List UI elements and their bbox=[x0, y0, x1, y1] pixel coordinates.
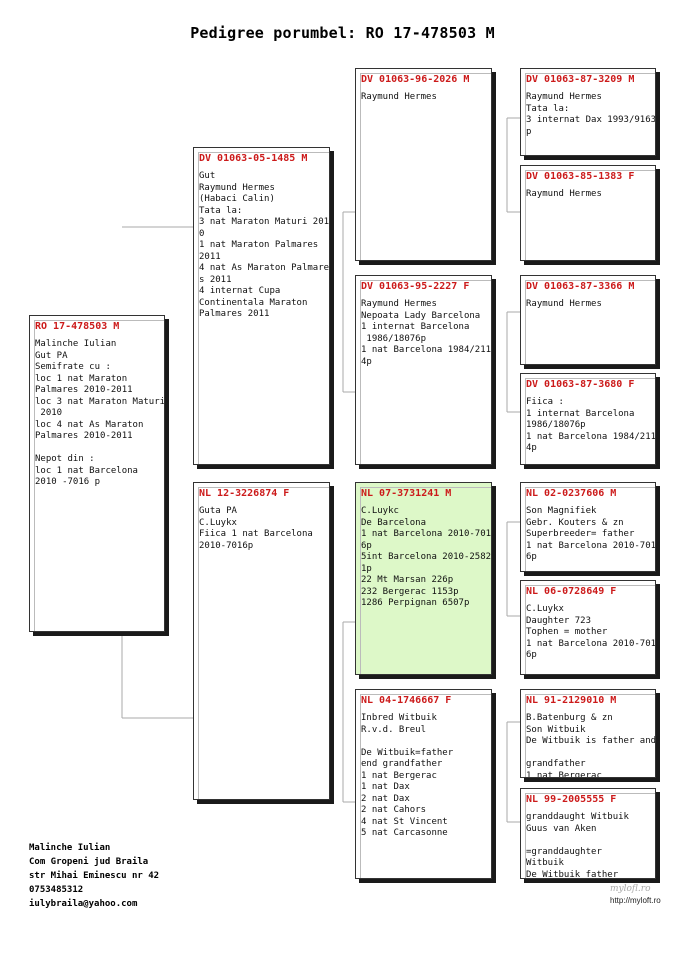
ring-number: NL 06-0728649 F bbox=[526, 586, 617, 597]
connector-ds bbox=[506, 521, 521, 617]
pedigree-card-sire: DV 01063-05-1485 M Gut Raymund Hermes (H… bbox=[193, 147, 330, 465]
card-details: Raymund Hermes Tata la: 3 internat Dax 1… bbox=[526, 92, 656, 137]
pedigree-card-dam-dam-dam: NL 99-2005555 F granddaught Witbuik Guus… bbox=[520, 788, 656, 879]
ring-number: NL 12-3226874 F bbox=[199, 488, 290, 499]
pedigree-card-dam-dam-sire: NL 91-2129010 M B.Batenburg & zn Son Wit… bbox=[520, 689, 656, 778]
card-details: Gut Raymund Hermes (Habaci Calin) Tata l… bbox=[199, 171, 330, 319]
card-details: Guta PA C.Luykx Fiica 1 nat Barcelona 20… bbox=[199, 506, 313, 551]
ring-number: DV 01063-87-3366 M bbox=[526, 281, 635, 292]
ring-number: RO 17-478503 M bbox=[35, 321, 120, 332]
card-details: Raymund Hermes bbox=[526, 189, 602, 199]
pedigree-card-sire-dam: DV 01063-95-2227 F Raymund Hermes Nepoat… bbox=[355, 275, 492, 465]
card-details: Raymund Hermes bbox=[361, 92, 437, 102]
page-title: Pedigree porumbel: RO 17-478503 M bbox=[190, 24, 495, 42]
pedigree-card-dam-sire-sire: NL 02-0237606 M Son Magnifiek Gebr. Kout… bbox=[520, 482, 656, 572]
ring-number: NL 91-2129010 M bbox=[526, 695, 617, 706]
ring-number: DV 01063-95-2227 F bbox=[361, 281, 470, 292]
ring-number: NL 07-3731241 M bbox=[361, 488, 452, 499]
card-details: C.Luykc De Barcelona 1 nat Barcelona 201… bbox=[361, 506, 492, 608]
connector-dam bbox=[342, 621, 357, 803]
pedigree-card-sire-sire-dam: DV 01063-85-1383 F Raymund Hermes bbox=[520, 165, 656, 261]
card-details: Son Magnifiek Gebr. Kouters & zn Superbr… bbox=[526, 506, 656, 562]
card-details: Inbred Witbuik R.v.d. Breul De Witbuik=f… bbox=[361, 713, 454, 838]
pedigree-card-dam-sire-dam: NL 06-0728649 F C.Luykx Daughter 723 Top… bbox=[520, 580, 656, 675]
pedigree-card-dam-sire: NL 07-3731241 M C.Luykc De Barcelona 1 n… bbox=[355, 482, 492, 675]
ring-number: DV 01063-85-1383 F bbox=[526, 171, 635, 182]
pedigree-card-dam-dam: NL 04-1746667 F Inbred Witbuik R.v.d. Br… bbox=[355, 689, 492, 879]
card-details: Fiica : 1 internat Barcelona 1986/18076p… bbox=[526, 397, 656, 453]
myloft-logo: mylofl.ro bbox=[610, 884, 651, 894]
watermark-url[interactable]: http://myloft.ro bbox=[610, 896, 661, 905]
owner-name: Malinche Iulian bbox=[29, 843, 111, 853]
card-details: Raymund Hermes bbox=[526, 299, 602, 309]
card-details: Malinche Iulian Gut PA Semifrate cu : lo… bbox=[35, 339, 165, 487]
owner-email: iulybraila@yahoo.com bbox=[29, 899, 138, 909]
owner-address-line1: Com Gropeni jud Braila bbox=[29, 857, 149, 867]
ring-number: NL 99-2005555 F bbox=[526, 794, 617, 805]
ring-number: NL 04-1746667 F bbox=[361, 695, 452, 706]
owner-address-line2: str Mihai Eminescu nr 42 bbox=[29, 871, 160, 881]
ring-number: DV 01063-87-3680 F bbox=[526, 379, 635, 390]
card-details: C.Luykx Daughter 723 Tophen = mother 1 n… bbox=[526, 604, 656, 660]
pedigree-card-subject: RO 17-478503 M Malinche Iulian Gut PA Se… bbox=[29, 315, 165, 632]
card-details: Raymund Hermes Nepoata Lady Barcelona 1 … bbox=[361, 299, 492, 367]
ring-number: DV 01063-05-1485 M bbox=[199, 153, 308, 164]
owner-phone: 0753485312 bbox=[29, 885, 84, 895]
connector-dd bbox=[506, 721, 521, 823]
ring-number: DV 01063-87-3209 M bbox=[526, 74, 635, 85]
pedigree-card-sire-sire: DV 01063-96-2026 M Raymund Hermes bbox=[355, 68, 492, 261]
ring-number: NL 02-0237606 M bbox=[526, 488, 617, 499]
connector-sire bbox=[342, 211, 357, 393]
connector-sd bbox=[506, 311, 521, 413]
owner-contact: Malinche Iulian Com Gropeni jud Braila s… bbox=[29, 841, 159, 911]
pedigree-card-sire-dam-dam: DV 01063-87-3680 F Fiica : 1 internat Ba… bbox=[520, 373, 656, 465]
connector-ss bbox=[506, 117, 521, 213]
ring-number: DV 01063-96-2026 M bbox=[361, 74, 470, 85]
card-details: granddaught Witbuik Guus van Aken =grand… bbox=[526, 812, 629, 879]
pedigree-card-sire-dam-sire: DV 01063-87-3366 M Raymund Hermes bbox=[520, 275, 656, 365]
pedigree-card-dam: NL 12-3226874 F Guta PA C.Luykx Fiica 1 … bbox=[193, 482, 330, 800]
card-details: B.Batenburg & zn Son Witbuik De Witbuik … bbox=[526, 713, 656, 778]
pedigree-card-sire-sire-sire: DV 01063-87-3209 M Raymund Hermes Tata l… bbox=[520, 68, 656, 156]
